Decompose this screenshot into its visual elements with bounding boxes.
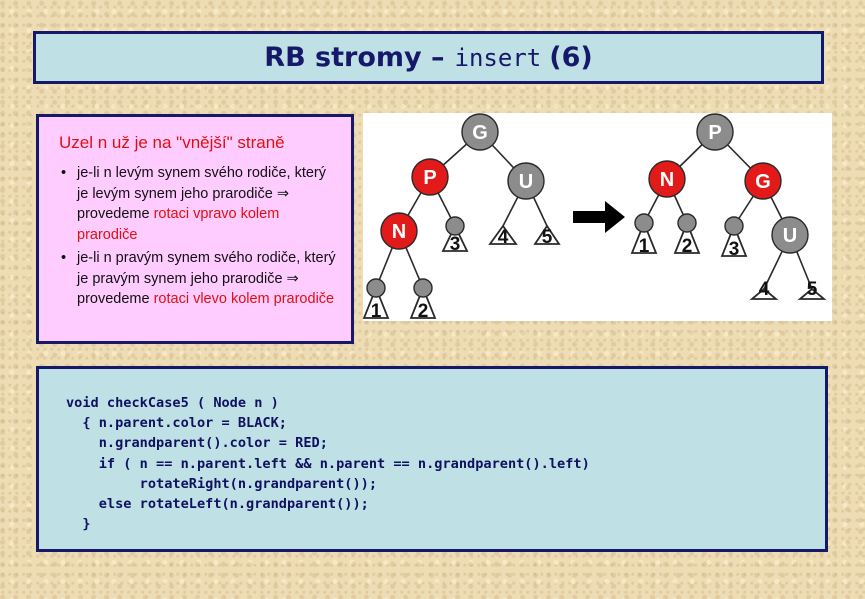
code-line: if ( n == n.parent.left && n.parent == n…	[66, 455, 590, 472]
tree-node	[771, 216, 809, 254]
subtree-triangle	[630, 220, 658, 254]
tree-node	[744, 162, 782, 200]
subtree-triangle	[362, 285, 390, 319]
tree-node	[507, 162, 545, 200]
code-line: n.grandparent().color = RED;	[66, 435, 328, 452]
tree-node	[411, 158, 449, 196]
code-line: else rotateLeft(n.grandparent());	[66, 496, 369, 513]
node-label: G	[755, 171, 771, 193]
rotation-diagram: 3 4 5 1 2 1 2 3 4 5 G P U N	[362, 113, 832, 322]
bullet-left-case: je-li n levým synem svého rodiče, který …	[61, 163, 339, 245]
bullet-text: je-li n levým synem svého rodiče, který …	[77, 165, 326, 222]
node-label: N	[660, 169, 674, 191]
subtree-label: 3	[729, 239, 740, 260]
subtree-label: 2	[418, 301, 429, 321]
subtree-triangle	[488, 224, 518, 245]
node-label: G	[472, 122, 488, 144]
subtree-label: 3	[450, 234, 461, 255]
title-text: RB stromy –	[264, 42, 445, 73]
subtree-triangle	[720, 223, 748, 257]
subtree-label: 5	[807, 279, 818, 300]
bullet-right-case: je-li n pravým synem svého rodiče, který…	[61, 248, 339, 310]
subtree-label: 4	[498, 227, 509, 248]
code-line: void checkCase5 ( Node n )	[66, 395, 279, 411]
tree-node	[696, 113, 734, 151]
node-label: U	[783, 225, 797, 247]
node-label: P	[708, 122, 721, 144]
subtree-label: 2	[682, 236, 693, 257]
code-box: void checkCase5 ( Node n ) { n.parent.co…	[36, 366, 828, 552]
code-line: rotateRight(n.grandparent());	[66, 475, 377, 492]
tree-node	[380, 212, 418, 250]
subtree-triangle	[797, 287, 827, 300]
subtree-triangle	[749, 287, 779, 300]
tree-node	[461, 113, 499, 151]
bullet-text: je-li n pravým synem svého rodiče, který…	[77, 250, 336, 307]
explanation-box: Uzel n už je na "vnější" straně je-li n …	[36, 114, 354, 344]
arrow-right-icon	[573, 201, 625, 233]
subtree-triangle	[673, 220, 701, 254]
subtree-label: 1	[639, 236, 650, 257]
bullet-highlight: rotaci vpravo kolem prarodiče	[77, 206, 280, 243]
title-suffix: (6)	[549, 42, 593, 73]
subtree-triangle	[409, 285, 437, 319]
explanation-list: je-li n levým synem svého rodiče, který …	[59, 163, 339, 310]
rotation-svg: 3 4 5 1 2 1 2 3 4 5 G P U N	[362, 113, 827, 322]
code-line: }	[66, 516, 91, 533]
explanation-heading: Uzel n už je na "vnější" straně	[59, 133, 285, 152]
subtree-label: 5	[542, 227, 553, 248]
code-line: { n.parent.color = BLACK;	[66, 415, 287, 432]
title-code: insert	[454, 43, 542, 72]
slide-title: RB stromy – insert (6)	[33, 31, 824, 84]
tree-node	[648, 160, 686, 198]
node-label: N	[392, 221, 406, 243]
node-label: U	[519, 171, 533, 193]
node-label: P	[423, 167, 436, 189]
subtree-label: 1	[371, 301, 382, 321]
subtree-triangle	[441, 223, 469, 252]
subtree-triangle	[533, 224, 561, 245]
bullet-highlight: rotaci vlevo kolem prarodiče	[153, 291, 335, 307]
code-listing: void checkCase5 ( Node n ) { n.parent.co…	[66, 393, 825, 534]
subtree-label: 4	[759, 279, 770, 300]
